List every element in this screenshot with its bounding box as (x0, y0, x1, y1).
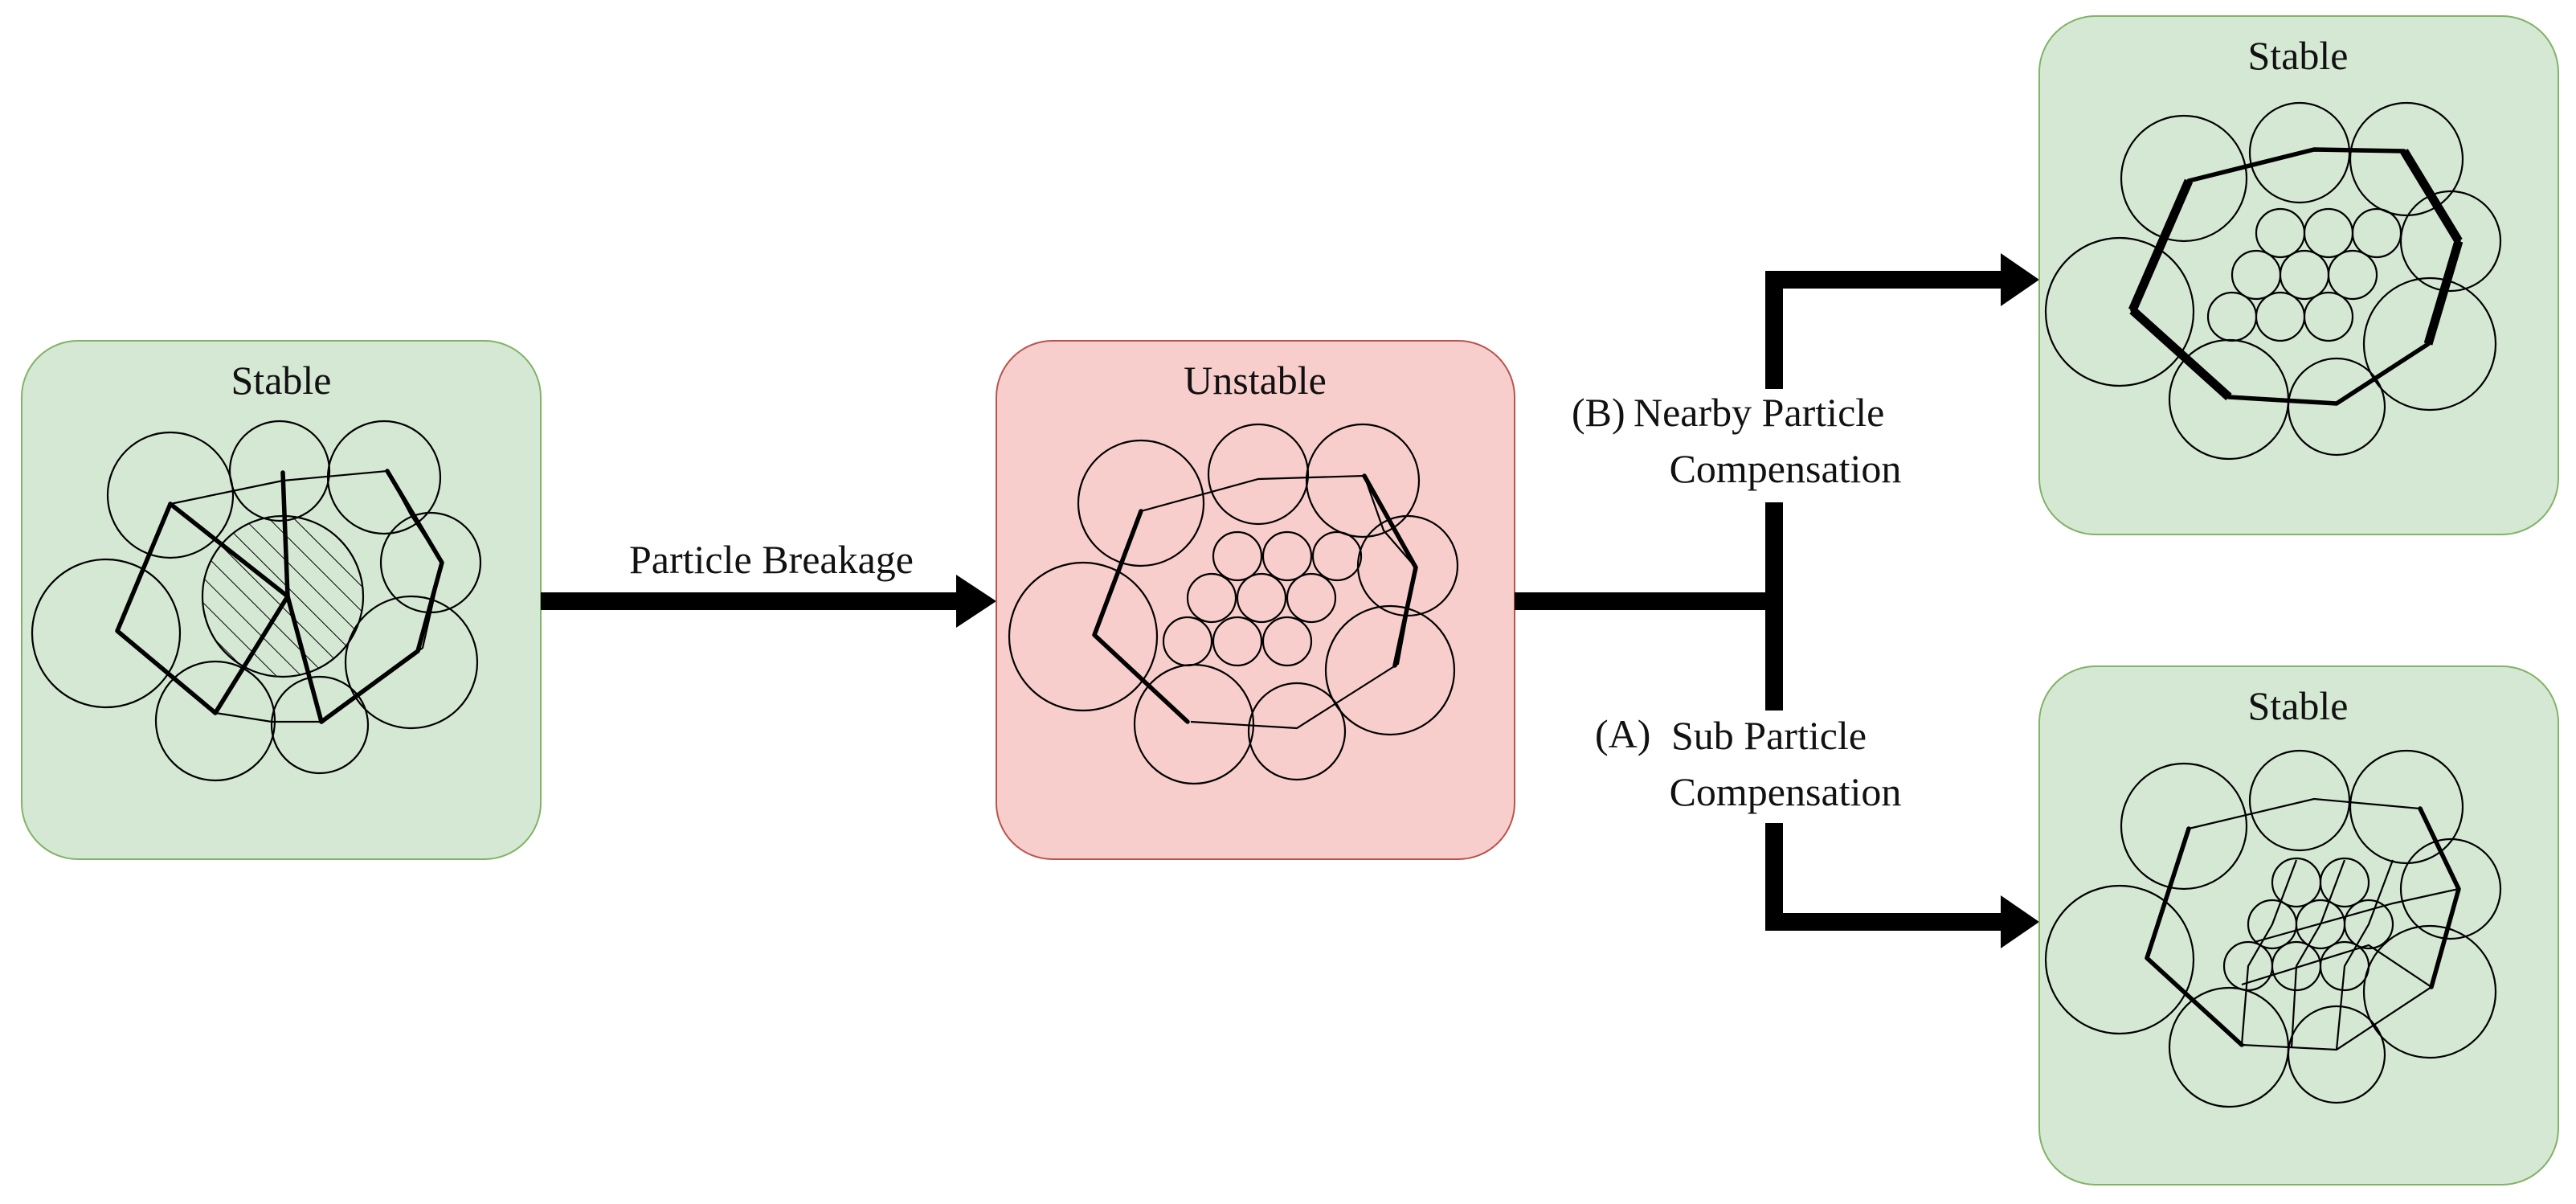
branch-b-label-line2: Compensation (1670, 446, 1902, 491)
particle-breakage-label: Particle Breakage (629, 537, 914, 582)
branch-b-label-line1: Nearby Particle (1634, 390, 1884, 435)
panel-stable-initial: Stable (21, 340, 542, 860)
unstable-box (996, 340, 1515, 860)
branch-b-marker: (B) (1572, 390, 1625, 435)
unstable-title: Unstable (1184, 358, 1327, 403)
panel-stable-sub: Stable (2038, 665, 2559, 1186)
branch-a-label-line1: Sub Particle (1671, 713, 1867, 758)
sub-compensation-assembly (2044, 749, 2502, 1108)
stable-nearby-box (2038, 15, 2559, 535)
broken-particle-hatched (201, 514, 365, 678)
panel-stable-nearby: Stable (2038, 15, 2559, 535)
fragmented-particle-assembly (1008, 423, 1459, 785)
stable-initial-title: Stable (231, 358, 332, 403)
branch-a-label-line2: Compensation (1670, 769, 1902, 814)
stable-sub-box (2038, 665, 2559, 1186)
panel-unstable: Unstable (996, 340, 1515, 860)
stable-nearby-title: Stable (2248, 33, 2349, 78)
arrow-particle-breakage: Particle Breakage (541, 537, 996, 628)
original-particle-assembly (31, 420, 482, 782)
branch-arrows: (B) Nearby Particle Compensation (A) Sub… (1515, 253, 2039, 948)
nearby-compensation-assembly (2044, 101, 2502, 461)
branch-a-marker: (A) (1595, 711, 1650, 756)
stable-sub-title: Stable (2248, 683, 2349, 728)
